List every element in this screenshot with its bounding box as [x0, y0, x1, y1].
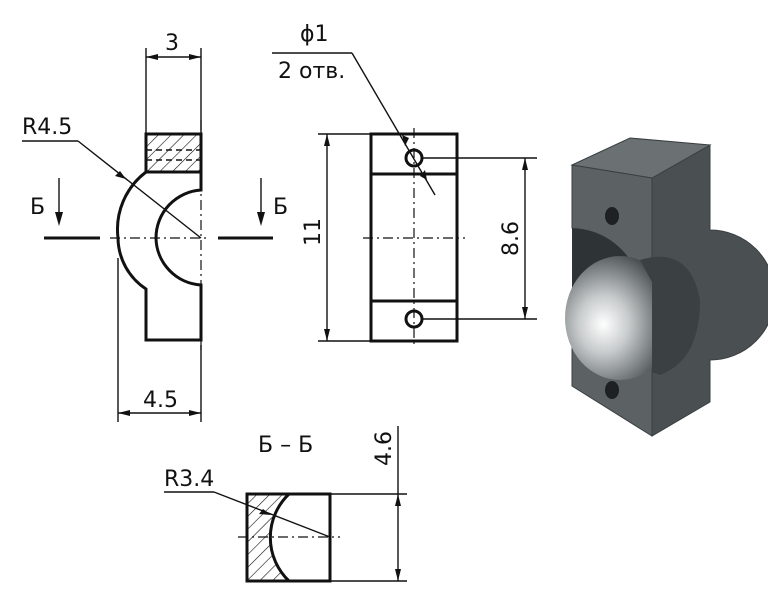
dim-width-top: 3: [165, 31, 179, 56]
dim-hole-diameter: ϕ1: [300, 22, 329, 47]
dim-radius-main: R4.5: [22, 115, 72, 140]
dim-base-width: 4.5: [143, 388, 178, 413]
side-top-block: [144, 132, 203, 174]
r34-leader: [213, 491, 331, 538]
iso-sphere: [565, 256, 675, 380]
side-body-outline: [116, 170, 203, 342]
r45-arrow: [115, 171, 126, 179]
dim-section-height: 4.6: [372, 431, 397, 466]
r34-arrow: [259, 509, 271, 515]
hole-arrow-2: [420, 170, 427, 180]
hole-leader: [351, 52, 436, 196]
dim-section-radius: R3.4: [164, 467, 214, 492]
section-arc: [268, 492, 291, 583]
isometric-view: [565, 137, 768, 437]
side-top-hatch: [146, 134, 201, 172]
dim-height-total: 11: [301, 218, 326, 246]
section-mark-left: Б: [30, 195, 45, 220]
iso-cavity-right: [640, 256, 700, 375]
section-title: Б – Б: [258, 433, 313, 458]
section-arrow-left-head: [55, 212, 63, 226]
iso-hole-bottom: [605, 381, 619, 399]
section-arrow-right-head: [257, 212, 265, 226]
iso-hole-top: [605, 207, 619, 225]
r45-leader: [77, 140, 202, 239]
dim3-arrows: [146, 54, 201, 60]
section-view: Б – Б R3.4 4.6: [164, 426, 407, 583]
section-mark-right: Б: [273, 195, 288, 220]
hole-arrow-1: [402, 135, 409, 146]
front-view: 11 8.6 ϕ1 2 отв.: [272, 22, 537, 348]
iso-side-face: [651, 144, 768, 437]
dim-hole-count: 2 отв.: [278, 59, 345, 84]
side-view: 3 R4.5 Б Б 4.5: [22, 31, 288, 422]
dim-hole-spacing: 8.6: [499, 221, 524, 256]
